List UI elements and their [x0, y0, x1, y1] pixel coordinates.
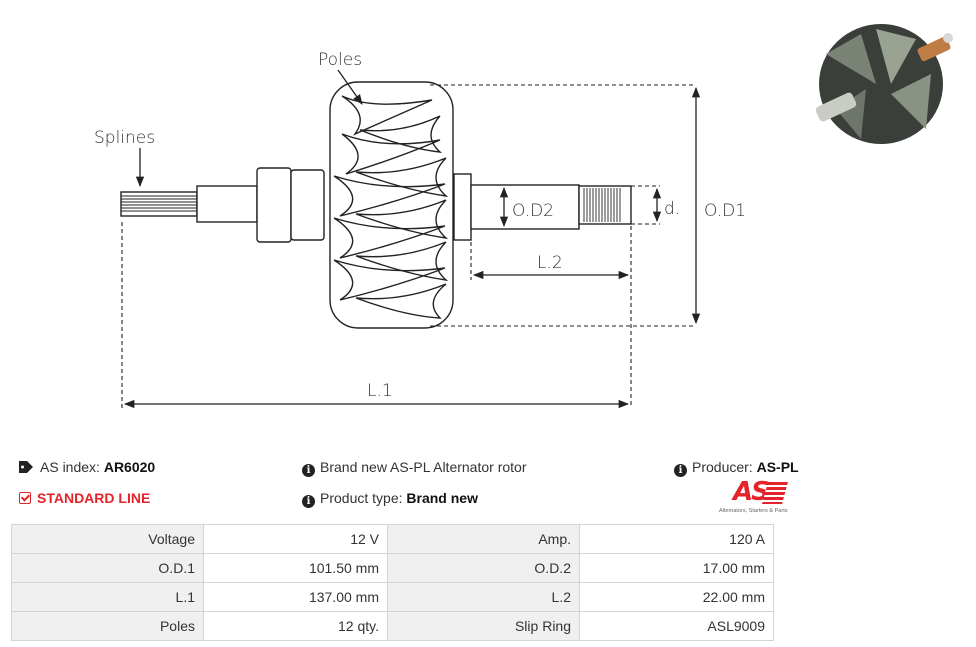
- spec-key: L.1: [11, 582, 204, 612]
- tag-icon: [19, 461, 33, 473]
- table-row: Poles 12 qty. Slip Ring ASL9009: [11, 611, 774, 641]
- spec-key: Voltage: [11, 524, 204, 554]
- as-index-label: AS index:: [40, 459, 100, 475]
- producer-value: AS-PL: [756, 459, 799, 475]
- spec-key: Slip Ring: [387, 611, 580, 641]
- spec-key: L.2: [387, 582, 580, 612]
- spec-key: Poles: [11, 611, 204, 641]
- spec-key: Amp.: [387, 524, 580, 554]
- spec-value: 17.00 mm: [579, 553, 774, 583]
- description: i Brand new AS-PL Alternator rotor: [302, 459, 526, 477]
- logo-tagline: Alternators, Starters & Parts: [719, 508, 788, 514]
- extension-lines: [121, 84, 696, 408]
- info-icon: i: [674, 464, 687, 477]
- product-type-label: Product type:: [320, 490, 403, 506]
- spec-value: 137.00 mm: [203, 582, 388, 612]
- l2-label: L.2: [537, 253, 563, 273]
- spec-value: 120 A: [579, 524, 774, 554]
- standard-line-badge: STANDARD LINE: [19, 490, 150, 506]
- product-type-value: Brand new: [406, 490, 478, 506]
- table-row: O.D.1 101.50 mm O.D.2 17.00 mm: [11, 553, 774, 583]
- description-text: Brand new AS-PL Alternator rotor: [320, 459, 527, 475]
- producer-label: Producer:: [692, 459, 753, 475]
- product-type: i Product type: Brand new: [302, 490, 478, 508]
- dimension-arrows: [123, 69, 701, 409]
- standard-line-label: STANDARD LINE: [37, 490, 151, 506]
- rotor-outline: [120, 81, 632, 329]
- poles-label: Poles: [318, 50, 362, 70]
- spec-value: 101.50 mm: [203, 553, 388, 583]
- rotor-dimension-diagram: Poles Splines O.D1 O.D2 d. L.2 L.1: [94, 50, 746, 409]
- check-square-icon: [19, 492, 31, 504]
- as-pl-logo: AS Alternators, Starters & Parts: [719, 477, 791, 516]
- rotor-photo: [815, 24, 953, 144]
- producer: i Producer: AS-PL: [674, 459, 799, 477]
- spec-value: ASL9009: [579, 611, 774, 641]
- table-row: Voltage 12 V Amp. 120 A: [11, 524, 774, 554]
- table-row: L.1 137.00 mm L.2 22.00 mm: [11, 582, 774, 612]
- spec-key: O.D.1: [11, 553, 204, 583]
- as-index: AS index: AR6020: [19, 459, 155, 475]
- od2-label: O.D2: [512, 201, 554, 221]
- splines-label: Splines: [94, 128, 155, 148]
- l1-label: L.1: [367, 381, 393, 401]
- logo-stripes: [762, 482, 788, 504]
- spec-value: 22.00 mm: [579, 582, 774, 612]
- as-index-value: AR6020: [103, 459, 156, 475]
- info-icon: i: [302, 464, 315, 477]
- od1-label: O.D1: [704, 201, 746, 221]
- d-label: d.: [664, 199, 680, 219]
- info-icon: i: [302, 495, 315, 508]
- spec-value: 12 qty.: [203, 611, 388, 641]
- spec-key: O.D.2: [387, 553, 580, 583]
- specs-table: Voltage 12 V Amp. 120 A O.D.1 101.50 mm …: [11, 524, 774, 641]
- spec-value: 12 V: [203, 524, 388, 554]
